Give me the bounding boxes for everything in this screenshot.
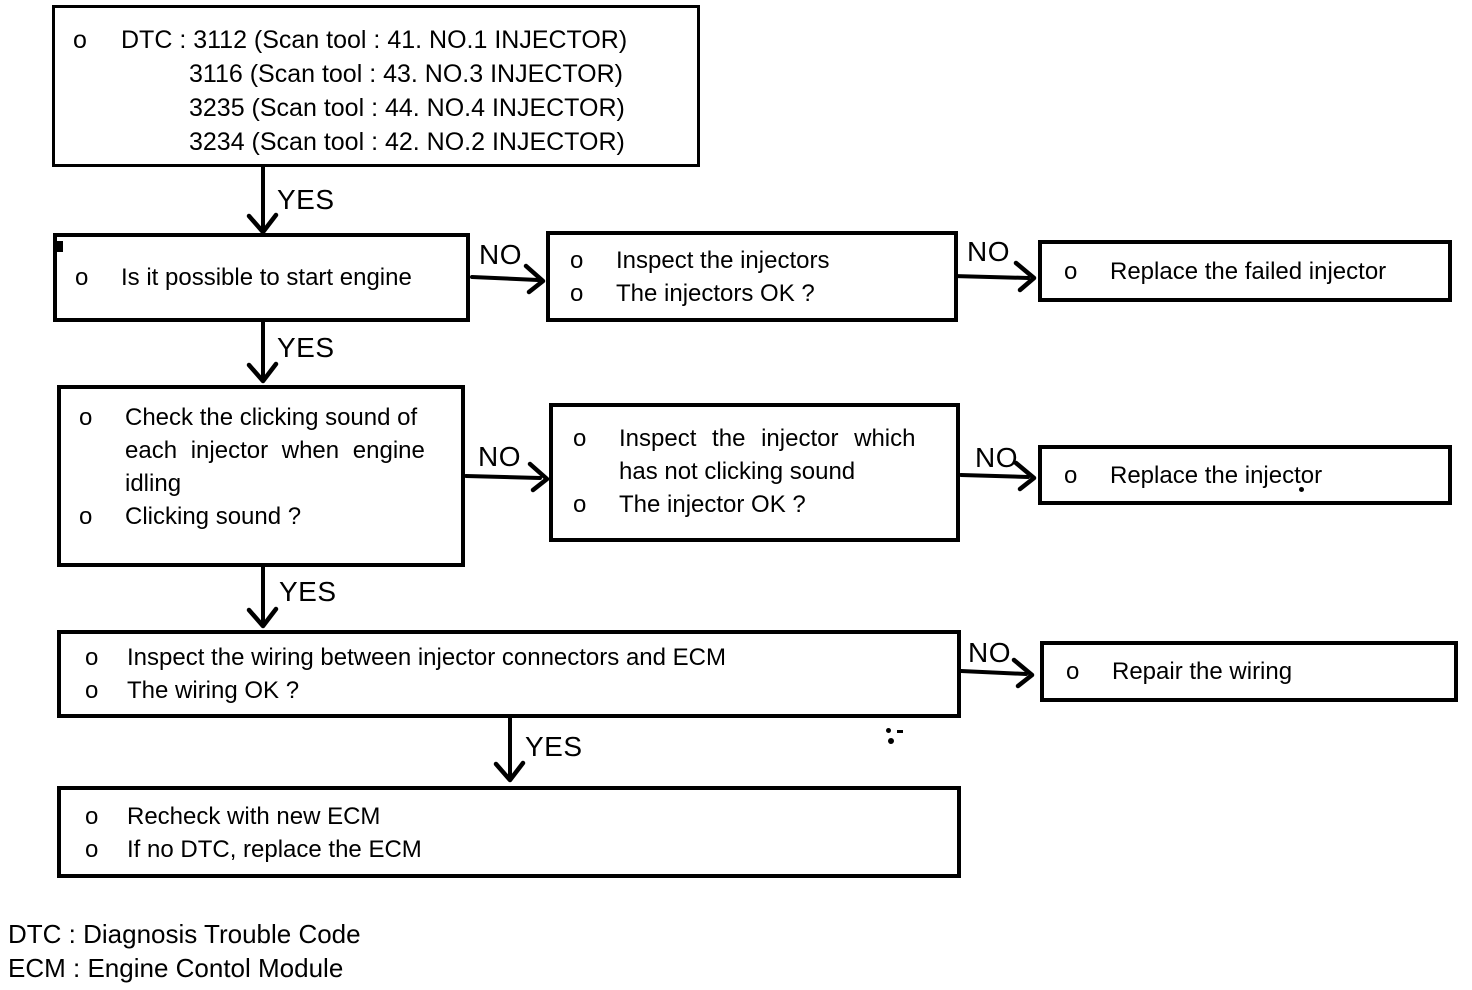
edge-label-yes: YES xyxy=(277,184,335,215)
step-text-line: Inspect the injector which xyxy=(619,425,916,452)
bullet: o xyxy=(79,503,93,530)
flowchart-box-replace-failed-injector: o Replace the failed injector xyxy=(1038,240,1452,302)
ink-speck-artifact xyxy=(57,241,63,252)
edge-label-no: NO xyxy=(968,637,1011,668)
edge-label-no: NO xyxy=(967,236,1010,267)
edge-label-no: NO xyxy=(975,442,1018,473)
step-line: o If no DTC, replace the ECM xyxy=(85,833,957,866)
edge-label-yes: YES xyxy=(525,731,583,762)
question-line: o The injectors OK ? xyxy=(570,277,954,310)
step-line: o Inspect the wiring between injector co… xyxy=(85,641,957,674)
bullet: o xyxy=(573,491,587,518)
arrow-yes-down-1 xyxy=(246,165,279,235)
step-text: Inspect the wiring between injector conn… xyxy=(127,644,726,671)
action-line: o Replace the injector xyxy=(1064,459,1448,492)
bullet: o xyxy=(85,644,99,671)
question-text: The injector OK ? xyxy=(619,491,806,518)
flowchart-box-inspect-injector-not-clicking: o Inspect the injector which has not cli… xyxy=(549,403,960,542)
flowchart-box-start-engine: o Is it possible to start engine xyxy=(53,233,470,322)
step-text-line: each injector when engine xyxy=(125,437,425,464)
legend-dtc: DTC : Diagnosis Trouble Code xyxy=(8,919,361,949)
edge-label-yes: YES xyxy=(277,332,335,363)
dtc-code-text: 3234 (Scan tool : 42. NO.2 INJECTOR) xyxy=(189,128,625,156)
bullet: o xyxy=(1064,462,1078,489)
step-text: If no DTC, replace the ECM xyxy=(127,836,422,863)
dtc-line-2: 3116 (Scan tool : 43. NO.3 INJECTOR) xyxy=(73,57,693,91)
flowchart-box-replace-injector: o Replace the injector xyxy=(1038,445,1452,505)
edge-label-yes: YES xyxy=(279,576,337,607)
arrow-no-right-2 xyxy=(951,260,1037,293)
dtc-line-3: 3235 (Scan tool : 44. NO.4 INJECTOR) xyxy=(73,91,693,125)
bullet: o xyxy=(79,404,93,431)
bullet: o xyxy=(85,836,99,863)
question-line: o The injector OK ? xyxy=(573,488,956,521)
action-line: o Repair the wiring xyxy=(1066,655,1454,688)
ink-speck-artifact xyxy=(1299,487,1304,492)
bullet: o xyxy=(75,264,89,291)
step-line: o Recheck with new ECM xyxy=(85,800,957,833)
flowchart-box-recheck-ecm: o Recheck with new ECM o If no DTC, repl… xyxy=(57,786,961,878)
bullet: o xyxy=(85,803,99,830)
step-text: Check the clicking sound of each injecto… xyxy=(125,401,425,500)
bullet: o xyxy=(1066,658,1080,685)
bullet: o xyxy=(1064,258,1078,285)
arrow-yes-down-2 xyxy=(246,320,279,384)
question-line: o Clicking sound ? xyxy=(79,500,461,533)
step-line: o Check the clicking sound of each injec… xyxy=(79,401,461,500)
flowchart-box-inspect-injectors: o Inspect the injectors o The injectors … xyxy=(546,231,958,322)
arrow-yes-down-4 xyxy=(493,716,526,783)
action-text: Repair the wiring xyxy=(1112,658,1293,685)
flowchart-box-repair-wiring: o Repair the wiring xyxy=(1040,641,1458,702)
dtc-line-1: o DTC : 3112 (Scan tool : 41. NO.1 INJEC… xyxy=(73,23,693,57)
question-text: Is it possible to start engine xyxy=(121,264,412,291)
bullet: o xyxy=(73,26,87,54)
action-line: o Replace the failed injector xyxy=(1064,255,1448,288)
ink-speck-artifact xyxy=(886,728,891,733)
flowchart-box-inspect-wiring: o Inspect the wiring between injector co… xyxy=(57,630,961,718)
step-text: Inspect the injector which has not click… xyxy=(619,422,915,488)
step-line: o Inspect the injector which has not cli… xyxy=(573,422,956,488)
action-text: Replace the failed injector xyxy=(1110,258,1387,285)
dtc-code-text: DTC : 3112 (Scan tool : 41. NO.1 INJECTO… xyxy=(121,26,628,54)
dtc-code-text: 3235 (Scan tool : 44. NO.4 INJECTOR) xyxy=(189,94,625,122)
bullet: o xyxy=(570,280,584,307)
step-line: o Inspect the injectors xyxy=(570,244,954,277)
question-text: The wiring OK ? xyxy=(127,677,300,704)
step-text-line: has not clicking sound xyxy=(619,458,856,485)
flowchart-box-clicking-sound: o Check the clicking sound of each injec… xyxy=(57,385,465,567)
question-text: Clicking sound ? xyxy=(125,503,302,530)
dtc-line-4: 3234 (Scan tool : 42. NO.2 INJECTOR) xyxy=(73,125,693,159)
question-text: The injectors OK ? xyxy=(616,280,815,307)
bullet: o xyxy=(573,425,587,452)
dtc-code-text: 3116 (Scan tool : 43. NO.3 INJECTOR) xyxy=(189,60,623,88)
action-text: Replace the injector xyxy=(1110,462,1323,489)
question-line: o Is it possible to start engine xyxy=(75,261,466,294)
step-text: Recheck with new ECM xyxy=(127,803,381,830)
ink-speck-artifact xyxy=(888,738,894,744)
ink-speck-artifact xyxy=(897,730,903,733)
arrow-yes-down-3 xyxy=(246,565,279,629)
edge-label-no: NO xyxy=(478,441,521,472)
step-text-line: Check the clicking sound of xyxy=(125,404,418,431)
flowchart-box-dtc-codes: o DTC : 3112 (Scan tool : 41. NO.1 INJEC… xyxy=(52,5,700,167)
edge-label-no: NO xyxy=(479,239,522,270)
step-text-line: idling xyxy=(125,470,182,497)
bullet: o xyxy=(85,677,99,704)
step-text: Inspect the injectors xyxy=(616,247,830,274)
legend-ecm: ECM : Engine Contol Module xyxy=(8,953,344,983)
bullet: o xyxy=(570,247,584,274)
question-line: o The wiring OK ? xyxy=(85,674,957,707)
